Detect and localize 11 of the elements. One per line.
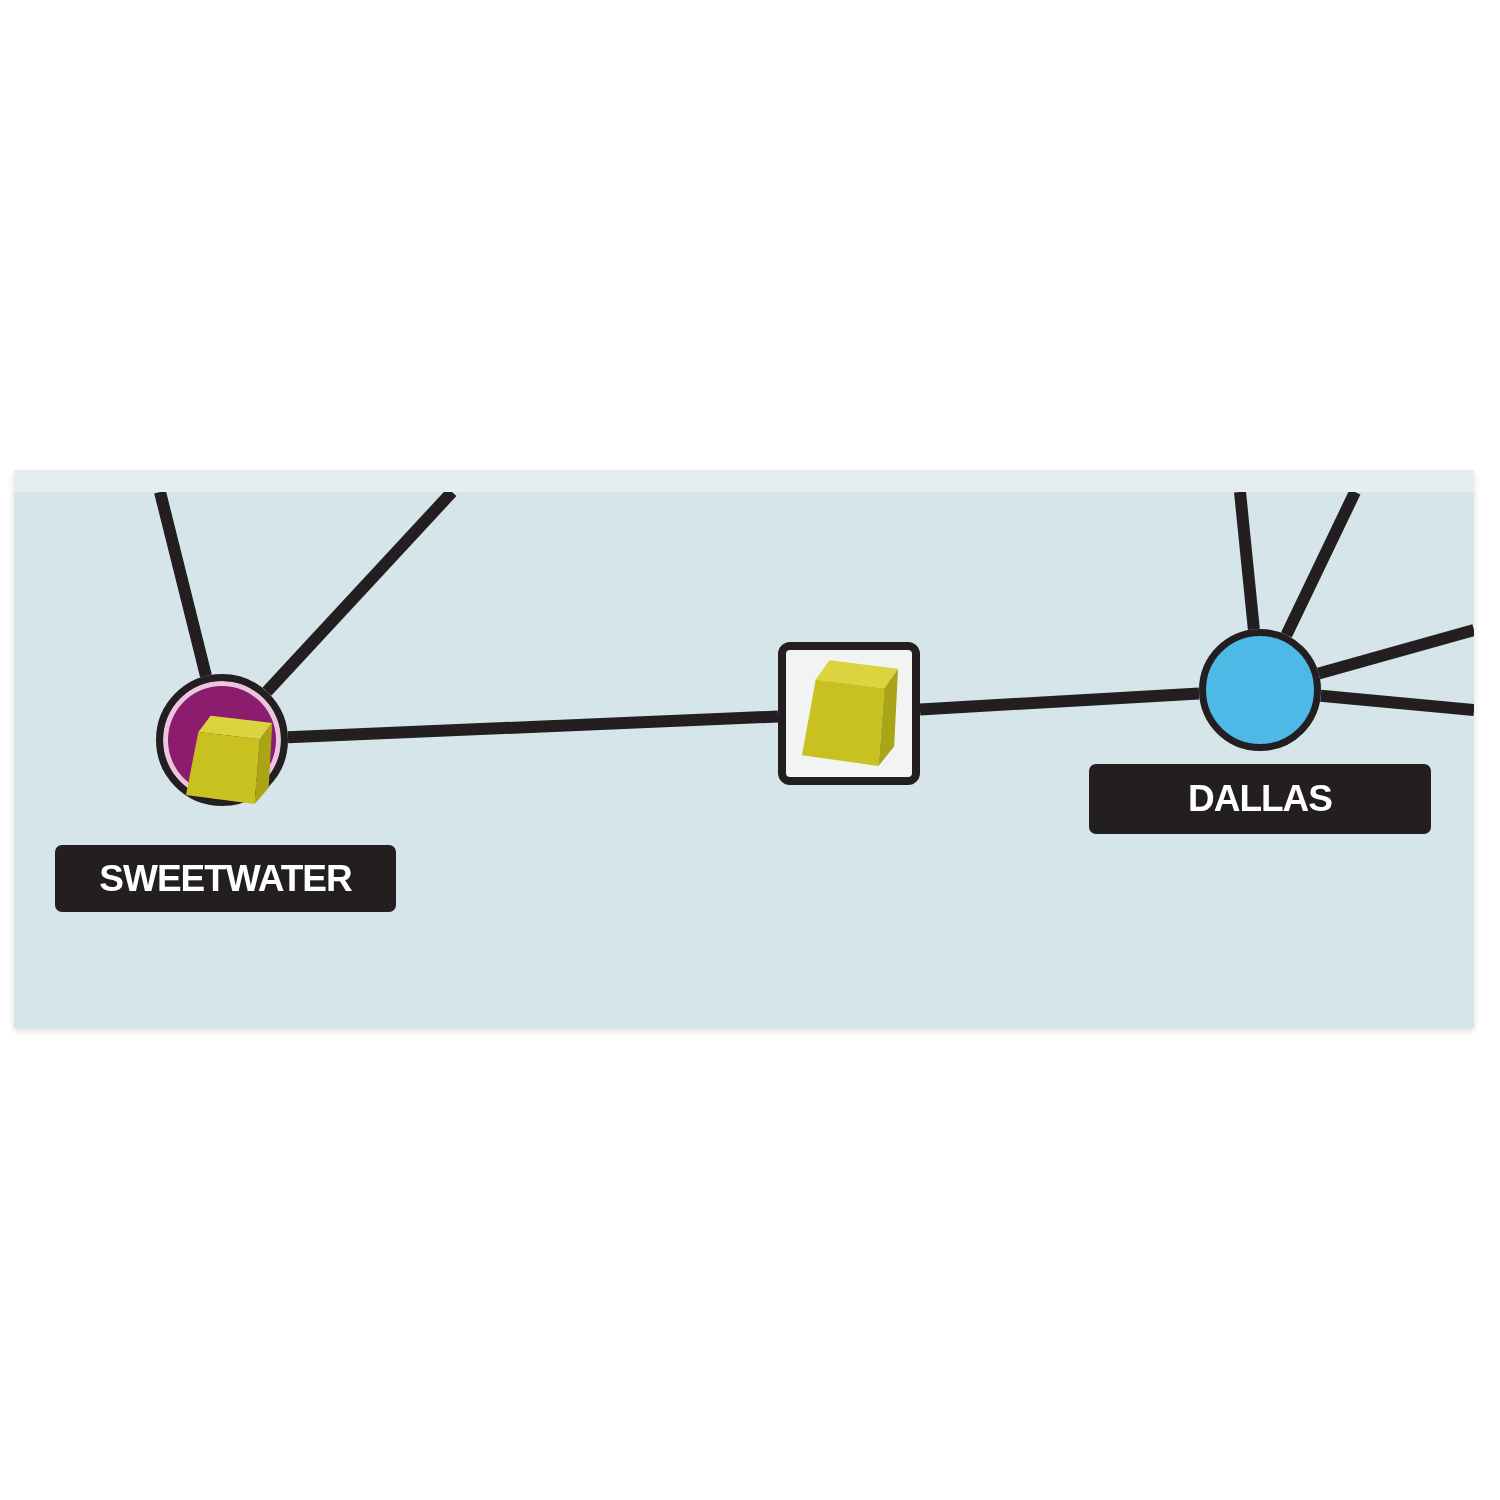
route-line bbox=[154, 492, 212, 678]
route-line bbox=[1280, 492, 1361, 638]
route-line bbox=[287, 710, 779, 744]
city-label: DALLAS bbox=[1089, 764, 1431, 834]
route-line bbox=[919, 687, 1200, 716]
route-line bbox=[262, 492, 457, 696]
route-line bbox=[1317, 624, 1474, 680]
city-label: SWEETWATER bbox=[55, 845, 396, 912]
route-line bbox=[1320, 689, 1474, 716]
route-line bbox=[1234, 492, 1260, 630]
route-square bbox=[778, 642, 920, 785]
